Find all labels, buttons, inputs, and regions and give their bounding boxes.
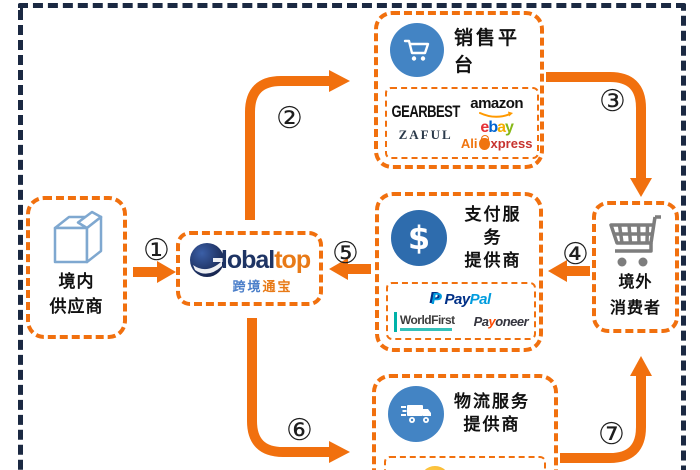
logistics-partial-logo [420, 466, 450, 470]
shopping-cart-icon [403, 39, 430, 61]
globaltop-name-part: lobal [220, 245, 275, 274]
package-box-icon [53, 210, 102, 264]
paypal-p-icon: P [431, 290, 442, 308]
globaltop-subtitle-first: 跨境 [232, 279, 263, 294]
aliexpress-logo: Ali xpress [460, 134, 533, 151]
logistics-circle [388, 386, 444, 442]
sales-logos-left: GEARBEST ZAFUL [391, 101, 461, 143]
supplier-label-line1: 境内 [58, 272, 95, 291]
sales-logos-box: GEARBEST ZAFUL amazon ebay Ali xpress [385, 87, 539, 159]
sales-header: 销售平台 [378, 15, 540, 81]
paypal-logo: P Pay Pal [431, 290, 491, 309]
arrow-2-head [329, 70, 350, 92]
consumer-label-line1: 境外 [618, 274, 653, 291]
worldfirst-logo: WorldFirst [393, 311, 455, 332]
logistics-title-line2: 提供商 [463, 415, 521, 434]
node-sales-platform: 销售平台 GEARBEST ZAFUL amazon ebay Ali [374, 11, 544, 169]
arrow-6-line [247, 318, 329, 457]
arrow-3-line [546, 72, 646, 178]
globaltop-subtitle-second: 通宝 [262, 279, 293, 294]
step-label-5: ⑤ [332, 236, 359, 271]
node-payment-provider: $ 支付服务 提供商 P Pay Pal WorldFirst [375, 192, 543, 352]
step-label-6: ⑥ [286, 413, 313, 448]
payment-logos-box: P Pay Pal WorldFirst Payoneer [386, 282, 536, 340]
truck-icon [401, 405, 431, 423]
node-overseas-consumer: 境外 消费者 [592, 201, 679, 333]
sales-logos-right: amazon ebay Ali xpress [461, 96, 533, 150]
arrow-5-head [329, 258, 348, 280]
dollar-icon: $ [407, 219, 431, 258]
amazon-logo: amazon [470, 96, 524, 119]
arrow-6-head [329, 441, 350, 463]
logistics-title: 物流服务 提供商 [454, 391, 530, 437]
sales-circle [390, 23, 444, 77]
step-label-3: ③ [599, 84, 626, 119]
globaltop-name-suffix: top [274, 245, 311, 274]
step-label-1: ① [143, 233, 170, 268]
arrow-7-head [630, 356, 652, 376]
node-domestic-supplier: 境内 供应商 [26, 196, 127, 339]
sales-title: 销售平台 [454, 28, 521, 76]
aliexpress-pouch-icon [478, 134, 490, 150]
payment-header: $ 支付服务 提供商 [379, 196, 539, 277]
consumer-cart-icon [608, 215, 661, 267]
payoneer-logo: Payoneer [473, 314, 529, 329]
worldfirst-bar-icon [393, 311, 397, 332]
worldfirst-tagline [399, 327, 452, 331]
node-globaltop: lobal top 跨境通宝 [176, 231, 323, 306]
node-logistics-provider: 物流服务 提供商 [372, 374, 558, 470]
amazon-smile-icon [478, 111, 513, 118]
step-label-7: ⑦ [598, 417, 625, 452]
logistics-title-line1: 物流服务 [454, 392, 530, 412]
arrow-3-head [630, 178, 652, 197]
arrow-2-line [245, 76, 329, 220]
ebay-logo: ebay [480, 119, 513, 136]
arrow-1-head [157, 261, 176, 283]
step-label-4: ④ [562, 237, 589, 272]
arrow-7-line [560, 374, 646, 463]
globaltop-globe-icon [189, 243, 224, 277]
arrow-4-head [548, 260, 567, 282]
logistics-header: 物流服务 提供商 [376, 378, 554, 446]
globaltop-logo: lobal top [189, 242, 311, 278]
outer-dashed-border [18, 3, 686, 470]
consumer-label-line2: 消费者 [609, 300, 661, 317]
zaful-logo: ZAFUL [398, 126, 453, 142]
payment-title-line2: 提供商 [464, 250, 522, 270]
step-label-2: ② [276, 101, 303, 136]
payment-title: 支付服务 提供商 [457, 204, 529, 273]
payment-circle: $ [391, 210, 447, 267]
globaltop-subtitle: 跨境通宝 [232, 276, 292, 295]
payment-title-line1: 支付服务 [464, 205, 522, 247]
payment-logos-row: WorldFirst Payoneer [393, 311, 529, 332]
logistics-logos-box [384, 456, 546, 470]
supplier-label-line2: 供应商 [49, 296, 104, 316]
gearbest-logo: GEARBEST [391, 101, 461, 121]
